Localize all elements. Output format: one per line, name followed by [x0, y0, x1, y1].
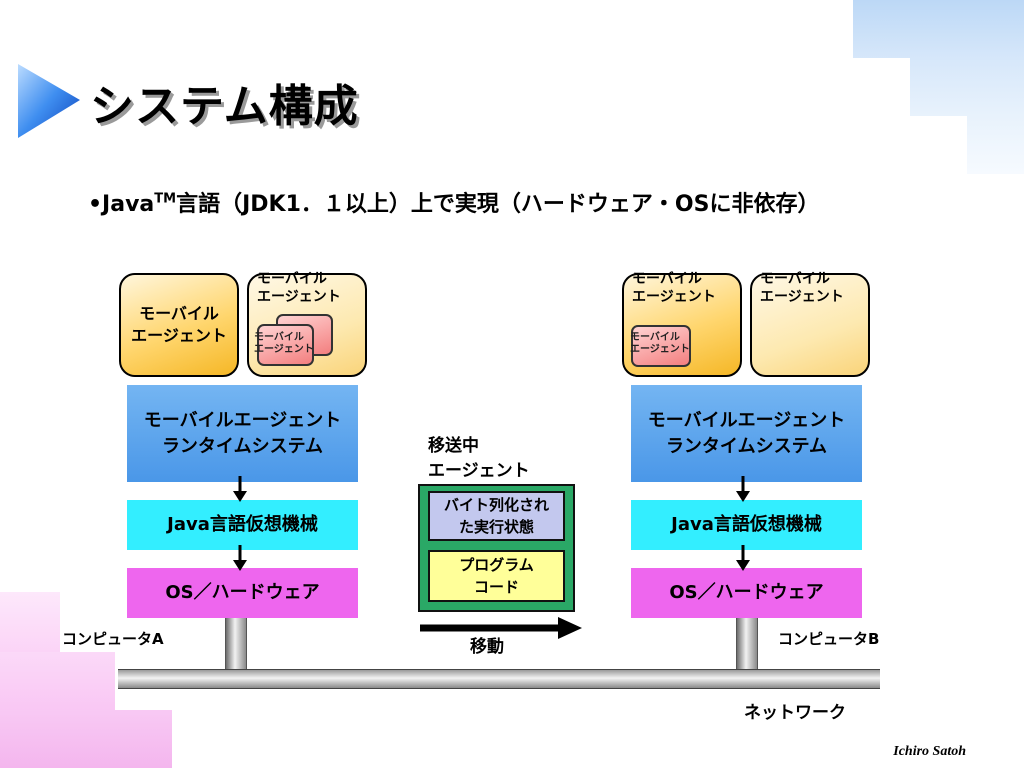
os-hardware-block: OS／ハードウェア — [127, 568, 358, 618]
mobile-agent-box — [750, 273, 870, 377]
mobile-agent-mini-box — [257, 324, 314, 366]
computer-a-label: コンピュータA — [62, 630, 164, 648]
java-vm-block: Java言語仮想機械 — [631, 500, 862, 550]
os-hardware-block: OS／ハードウェア — [631, 568, 862, 618]
arrow-down-icon — [233, 545, 247, 571]
page-title: システム構成 — [90, 81, 359, 132]
network-bus — [118, 669, 880, 689]
mobile-agent-label: モーバイルエージェント — [632, 271, 716, 305]
runtime-system-block: モーバイルエージェント ランタイムシステム — [127, 385, 358, 482]
corner-decoration — [0, 710, 172, 768]
mobile-agent-label: モーバイルエージェント — [131, 304, 227, 345]
network-connector — [225, 618, 247, 674]
mobile-agent-box — [119, 273, 239, 377]
network-label: ネットワーク — [744, 703, 846, 723]
mobile-agent-mini-label: モーバイルエージェント — [254, 332, 314, 355]
arrow-down-icon — [736, 545, 750, 571]
corner-decoration — [0, 592, 60, 652]
mobile-agent-mini-label: モーバイルエージェント — [630, 332, 690, 355]
mobile-agent-label: モーバイルエージェント — [257, 271, 341, 305]
corner-decoration — [0, 652, 115, 710]
move-arrow-icon — [420, 617, 582, 639]
arrow-down-icon — [736, 476, 750, 502]
arrow-down-icon — [233, 476, 247, 502]
transit-agent-heading: 移送中エージェント — [428, 436, 530, 481]
bullet-text: •JavaTM言語（JDK1．１以上）上で実現（ハードウェア・OSに非依存） — [88, 191, 820, 217]
mobile-agent-label: モーバイルエージェント — [760, 271, 844, 305]
program-code-box: プログラム コード — [428, 550, 565, 602]
corner-decoration — [910, 58, 1024, 116]
java-vm-block: Java言語仮想機械 — [127, 500, 358, 550]
move-label: 移動 — [470, 637, 504, 657]
mobile-agent-mini-box — [631, 325, 691, 367]
author-footer: Ichiro Satoh — [893, 744, 966, 759]
title-marker-icon — [18, 64, 80, 138]
network-connector — [736, 618, 758, 674]
computer-b-label: コンピュータB — [778, 630, 880, 648]
corner-decoration — [967, 116, 1024, 174]
runtime-system-block: モーバイルエージェント ランタイムシステム — [631, 385, 862, 482]
corner-decoration — [853, 0, 1024, 58]
serialized-state-box: バイト列化され た実行状態 — [428, 491, 565, 541]
